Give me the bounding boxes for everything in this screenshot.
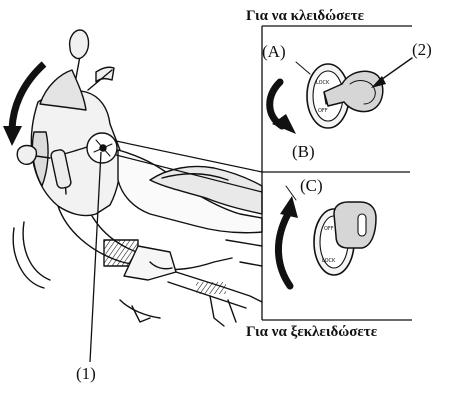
label-a: (A) (262, 42, 286, 62)
svg-text:LOCK: LOCK (316, 80, 330, 86)
label-2: (2) (412, 40, 432, 60)
svg-text:OFF: OFF (318, 108, 328, 114)
lock-panel-drawing: LOCK OFF (270, 58, 412, 134)
svg-text:OFF: OFF (324, 226, 334, 232)
label-b: (B) (292, 142, 315, 162)
lock-panel-title: Για να κλειδώσετε (246, 8, 364, 25)
svg-text:LOCK: LOCK (322, 258, 336, 264)
motorcycle-drawing (13, 30, 262, 326)
label-1: (1) (76, 364, 96, 384)
label-c: (C) (300, 176, 323, 196)
unlock-panel-drawing: OFF LOCK (278, 186, 376, 286)
unlock-panel-title: Για να ξεκλειδώσετε (246, 324, 377, 341)
